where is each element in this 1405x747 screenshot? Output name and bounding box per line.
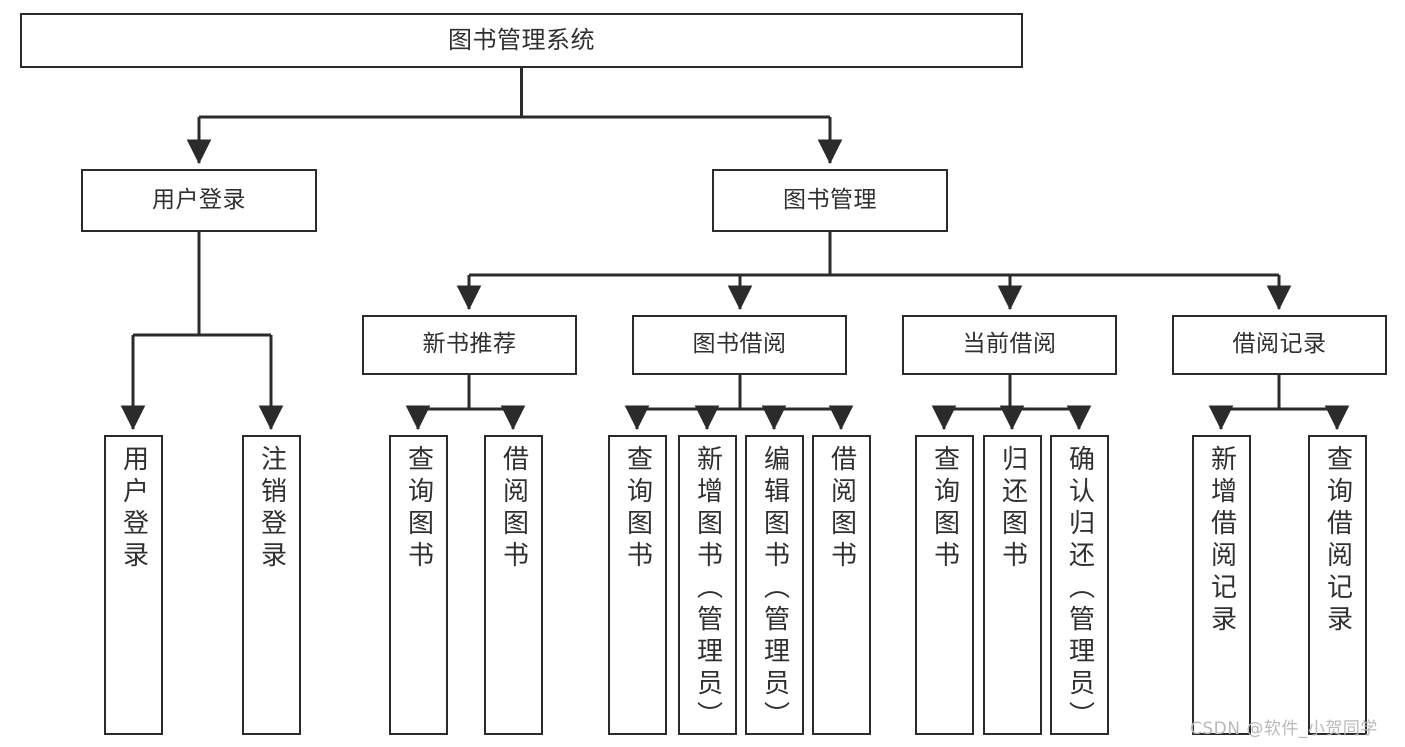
node-borrow-record[interactable]: 借阅记录 [1172, 315, 1387, 375]
node-label: 注销登录 [256, 445, 287, 573]
leaf-book-borrow-query[interactable]: 查询图书 [608, 435, 667, 735]
node-label: 确认归还（管理员） [1064, 445, 1095, 733]
leaf-user-login-logout[interactable]: 注销登录 [242, 435, 301, 735]
node-label: 图书借阅 [692, 331, 787, 358]
node-label: 借阅图书 [498, 445, 529, 573]
node-label: 查询图书 [622, 445, 653, 573]
node-label: 用户登录 [152, 186, 246, 213]
leaf-current-borrow-confirm-return[interactable]: 确认归还（管理员） [1050, 435, 1109, 735]
node-label: 编辑图书（管理员） [759, 445, 790, 733]
node-label: 归还图书 [997, 445, 1028, 573]
node-label: 新增图书（管理员） [692, 445, 723, 733]
leaf-new-book-borrow[interactable]: 借阅图书 [484, 435, 543, 735]
leaf-new-book-query[interactable]: 查询图书 [389, 435, 448, 735]
node-label: 图书管理系统 [448, 26, 595, 55]
node-user-login[interactable]: 用户登录 [81, 169, 317, 232]
leaf-borrow-record-query[interactable]: 查询借阅记录 [1308, 435, 1367, 735]
node-label: 查询借阅记录 [1322, 445, 1353, 637]
node-label: 借阅记录 [1232, 331, 1327, 358]
node-label: 新增借阅记录 [1206, 445, 1237, 637]
node-current-borrow[interactable]: 当前借阅 [902, 315, 1117, 375]
node-root-system[interactable]: 图书管理系统 [20, 13, 1023, 68]
node-book-management[interactable]: 图书管理 [712, 169, 948, 232]
leaf-current-borrow-return[interactable]: 归还图书 [983, 435, 1042, 735]
leaf-book-borrow-edit[interactable]: 编辑图书（管理员） [745, 435, 804, 735]
node-label: 新书推荐 [422, 331, 517, 358]
leaf-book-borrow-add[interactable]: 新增图书（管理员） [678, 435, 737, 735]
node-label: 查询图书 [403, 445, 434, 573]
leaf-book-borrow-borrow[interactable]: 借阅图书 [812, 435, 871, 735]
node-label: 图书管理 [783, 186, 877, 213]
node-label: 借阅图书 [826, 445, 857, 573]
node-label: 用户登录 [118, 445, 149, 573]
node-new-book-recommend[interactable]: 新书推荐 [362, 315, 577, 375]
leaf-current-borrow-query[interactable]: 查询图书 [915, 435, 974, 735]
node-book-borrow[interactable]: 图书借阅 [632, 315, 847, 375]
node-label: 查询图书 [929, 445, 960, 573]
leaf-borrow-record-add[interactable]: 新增借阅记录 [1192, 435, 1251, 735]
node-label: 当前借阅 [962, 331, 1057, 358]
leaf-user-login-login[interactable]: 用户登录 [104, 435, 163, 735]
